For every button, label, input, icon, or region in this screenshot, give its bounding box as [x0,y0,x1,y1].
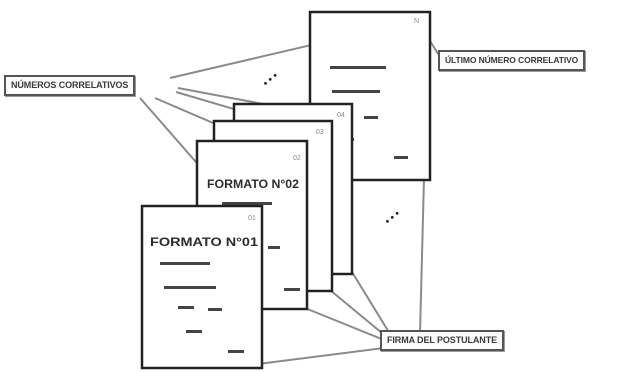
connector-firma-from-03 [329,289,389,339]
connector-firma-from-01 [257,347,385,365]
label-firma-del-postulante: FIRMA DEL POSTULANTE [380,330,504,351]
connector-firma-from-04 [351,271,391,335]
connector-firma-from-last [419,177,425,335]
page-01-title: FORMATO N°01 [150,235,258,249]
page-02-title: FORMATO N°02 [207,177,299,191]
label-ultimo-numero-correlativo: ÚLTIMO NÚMERO CORRELATIVO [438,50,586,71]
page-last-number: N [414,18,419,25]
ellipsis-lower: • • • [383,208,403,227]
page-02-number: 02 [293,155,301,162]
label-numeros-correlativos: NÚMEROS CORRELATIVOS [4,75,136,96]
page-04-number: 04 [337,112,345,119]
page-01-number: 01 [248,215,256,222]
page-03-number: 03 [316,129,324,136]
page-01-lines [160,262,244,353]
connector-firma-from-02 [299,305,385,341]
ellipsis-upper: • • • [261,70,281,89]
page-01: 01 FORMATO N°01 [140,204,264,370]
